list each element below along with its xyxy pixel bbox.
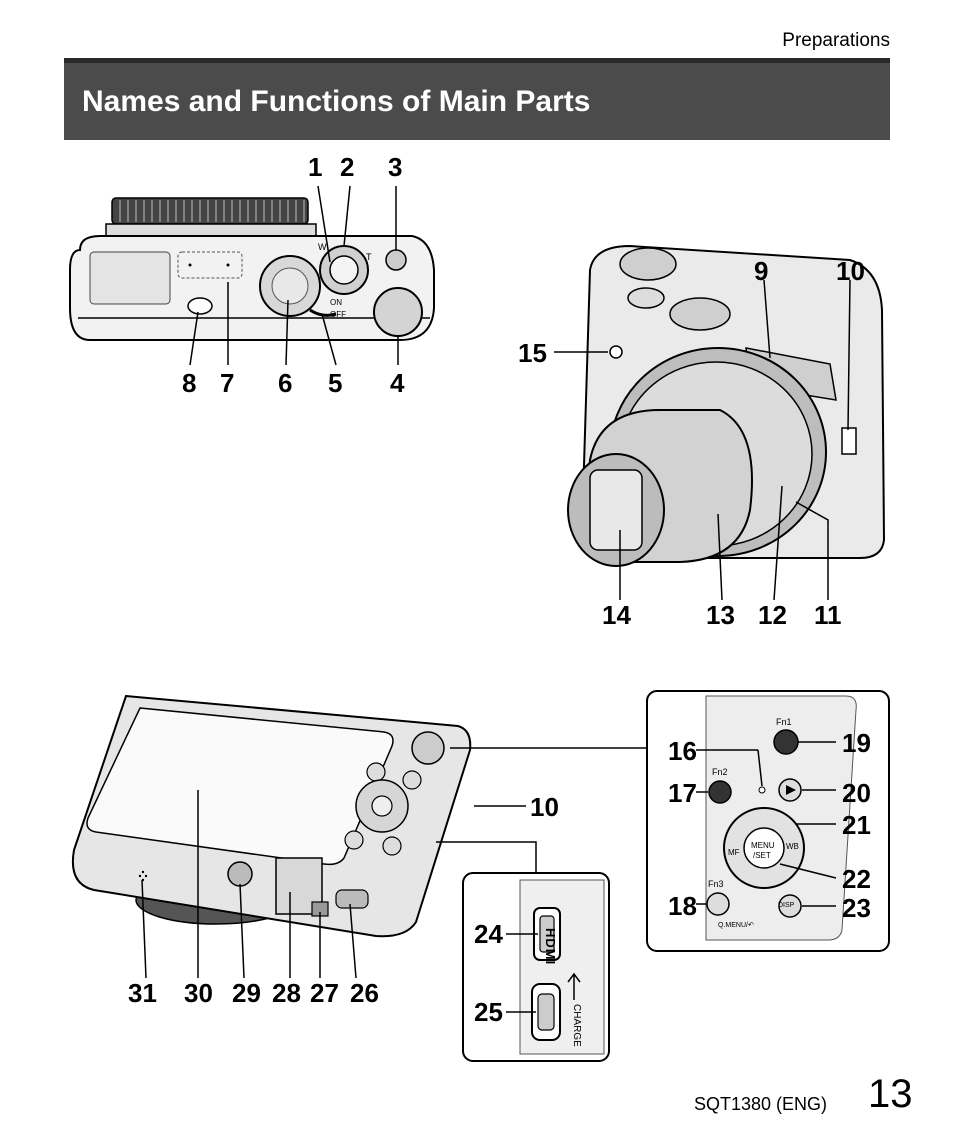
- page-title: Names and Functions of Main Parts: [82, 85, 591, 118]
- label-30: 30: [184, 978, 213, 1008]
- label-6: 6: [278, 368, 293, 398]
- label-7: 7: [220, 368, 235, 398]
- label-29: 29: [232, 978, 261, 1008]
- label-3: 3: [388, 152, 403, 182]
- label-19: 19: [842, 728, 871, 758]
- zoom-w-mark: W: [318, 242, 327, 252]
- label-22: 22: [842, 864, 871, 894]
- power-on-mark: ON: [330, 298, 342, 307]
- label-11: 11: [814, 600, 842, 630]
- label-31: 31: [128, 978, 157, 1008]
- label-27: 27: [310, 978, 339, 1008]
- label-10-rear: 10: [530, 792, 559, 822]
- label-18: 18: [668, 891, 697, 921]
- set-mark: /SET: [753, 851, 771, 860]
- label-15: 15: [518, 338, 547, 368]
- section-label: Preparations: [782, 30, 890, 51]
- label-1: 1: [308, 152, 323, 182]
- label-28: 28: [272, 978, 301, 1008]
- hdmi-mark: HDMI: [543, 928, 558, 966]
- label-25: 25: [474, 997, 503, 1027]
- camera-top-view: [69, 185, 435, 366]
- label-9: 9: [754, 256, 769, 286]
- title-bar: Names and Functions of Main Parts: [64, 58, 890, 140]
- label-16: 16: [668, 736, 697, 766]
- qmenu-mark: Q.MENU/↶: [718, 922, 754, 929]
- zoom-t-mark: T: [366, 252, 372, 262]
- mf-mark: MF: [728, 848, 740, 857]
- label-8: 8: [182, 368, 197, 398]
- charge-mark: CHARGE: [571, 1004, 582, 1047]
- label-5: 5: [328, 368, 343, 398]
- label-20: 20: [842, 778, 871, 808]
- fn2-mark: Fn2: [712, 767, 728, 777]
- port-panel-inset: [462, 872, 610, 1062]
- camera-rear-view: [72, 694, 646, 979]
- label-4: 4: [390, 368, 405, 398]
- label-12: 12: [758, 600, 787, 630]
- label-17: 17: [668, 778, 697, 808]
- button-panel-inset: [646, 690, 890, 952]
- page-number: 13: [868, 1072, 913, 1116]
- power-off-mark: OFF: [330, 310, 346, 319]
- menu-mark: MENU: [751, 841, 775, 850]
- fn3-mark: Fn3: [708, 879, 724, 889]
- fn1-mark: Fn1: [776, 717, 792, 727]
- label-14: 14: [602, 600, 631, 630]
- disp-mark: DISP: [778, 902, 795, 909]
- label-2: 2: [340, 152, 355, 182]
- label-21: 21: [842, 810, 871, 840]
- label-13: 13: [706, 600, 735, 630]
- label-24: 24: [474, 919, 503, 949]
- camera-front-view: [554, 244, 886, 601]
- label-23: 23: [842, 893, 871, 923]
- document-code: SQT1380 (ENG): [694, 1094, 828, 1114]
- label-10-front: 10: [836, 256, 865, 286]
- label-26: 26: [350, 978, 379, 1008]
- wb-mark: WB: [786, 842, 799, 851]
